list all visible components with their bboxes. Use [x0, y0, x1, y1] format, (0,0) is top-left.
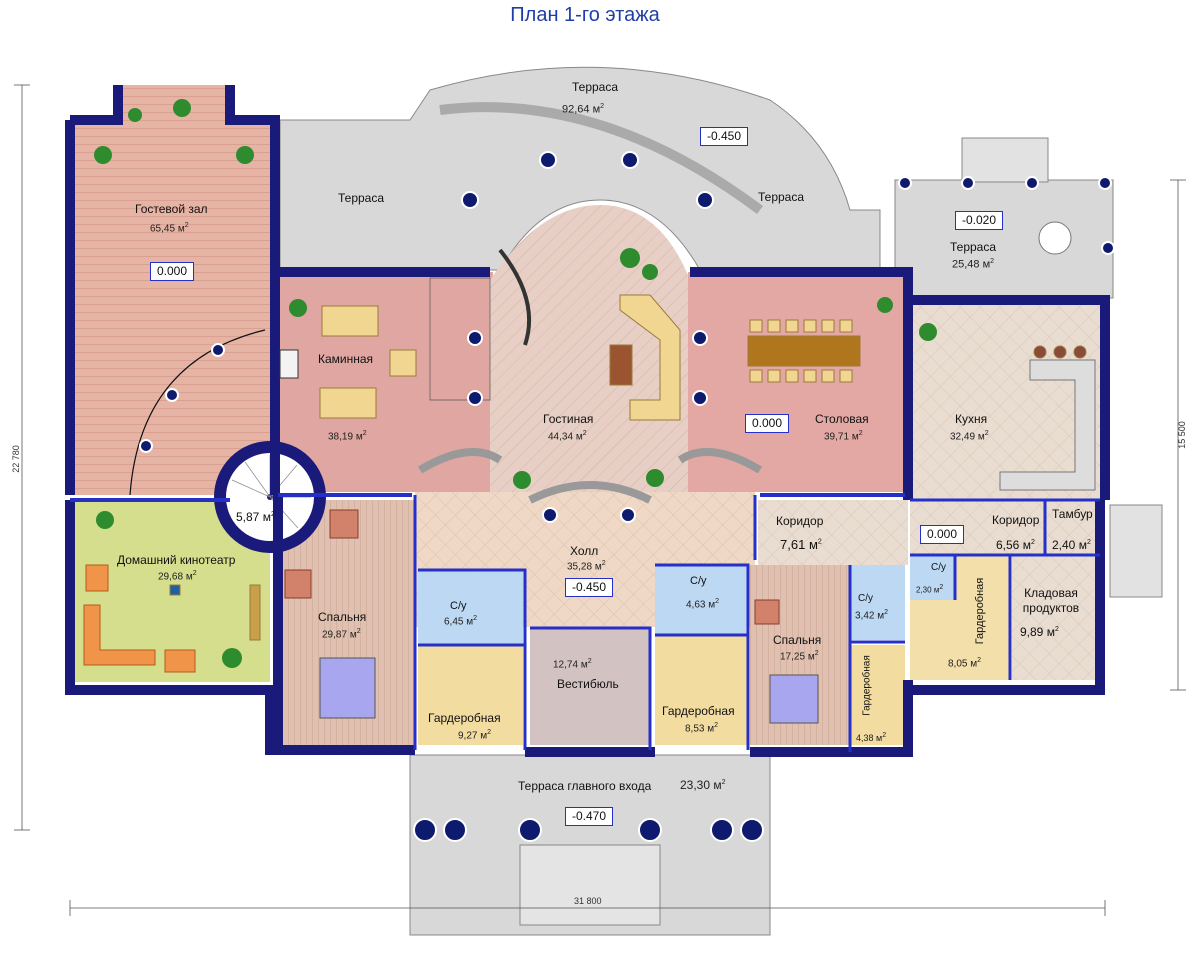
room-area-bath-3: 3,42 м2 [855, 609, 889, 622]
room-name-kitchen-terrace: Терраса [950, 240, 997, 254]
room-name-cinema: Домашний кинотеатр [117, 553, 236, 567]
level-mark-hall: -0.450 [565, 578, 614, 597]
room-name-pantry: Кладовая продуктов [1022, 586, 1080, 615]
pantry [1012, 555, 1100, 680]
room-name-bedroom-right: Спальня [773, 633, 822, 647]
room-area-pantry: 9,89 м2 [1020, 625, 1059, 639]
level-mark-terrace-rear: -0.450 [700, 127, 749, 146]
guest-hall [70, 120, 275, 495]
room-area-corridor-2: 6,56 м2 [996, 538, 1035, 552]
kitchen-terrace [894, 179, 1114, 299]
room-area-dining: 39,71 м2 [824, 430, 863, 443]
room-area-wardrobe-4: 8,05 м2 [948, 657, 982, 670]
room-area-kitchen-terrace: 25,48 м2 [952, 258, 995, 271]
room-name-living: Гостиная [543, 412, 594, 426]
level-mark-dining: 0.000 [745, 414, 790, 433]
furniture [83, 221, 1096, 724]
kitchen-terrace-steps [961, 137, 1049, 183]
room-name-bath-1: С/у [450, 600, 467, 612]
room-area-cinema: 29,68 м2 [158, 570, 197, 583]
bath-1 [418, 570, 523, 645]
room-area-bedroom-right: 17,25 м2 [780, 650, 819, 663]
room-name-wardrobe-1: Гардеробная [428, 711, 501, 725]
room-name-terrace-rear: Терраса [572, 80, 619, 94]
room-name-bath-2: С/у [690, 575, 707, 587]
wardrobe-3 [850, 645, 905, 745]
vestibule [530, 628, 650, 745]
main-entrance-steps [519, 844, 661, 926]
room-area-corridor-1: 7,61 м2 [780, 537, 822, 552]
room-name-hall: Холл [570, 544, 599, 558]
kitchen [910, 300, 1102, 500]
main-stair [429, 248, 532, 401]
room-area-wardrobe-2: 8,53 м2 [685, 722, 719, 735]
rear-terrace [279, 66, 881, 271]
room-name-wardrobe-3: Гардеробная [861, 655, 873, 716]
room-name-fireplace: Каминная [318, 352, 374, 366]
bath-2 [655, 565, 747, 635]
room-area-bath-2: 4,63 м2 [686, 598, 720, 611]
room-name-bath-4: С/у [931, 562, 946, 573]
vestibule-2 [1045, 500, 1100, 555]
bath-3 [850, 565, 905, 640]
room-name-wardrobe-4: Гардеробная [974, 577, 986, 645]
room-name-corridor-2: Коридор [992, 513, 1040, 527]
dimension-depth-right: 15 500 [1177, 421, 1187, 449]
side-steps-right [1109, 504, 1163, 598]
room-name-bath-3: С/у [858, 593, 873, 604]
room-area-bath-4: 2,30 м2 [916, 584, 944, 595]
room-name-vestibule: Вестибюль [557, 677, 619, 691]
room-name-main-terrace: Терраса главного входа [518, 779, 652, 793]
room-area-wardrobe-3: 4,38 м2 [856, 732, 887, 743]
room-area-terrace-rear: 92,64 м2 [562, 103, 605, 116]
room-name-corridor-1: Коридор [776, 514, 824, 528]
room-name-terrace-left: Терраса [338, 191, 385, 205]
room-name-bedroom-left: Спальня [318, 610, 367, 624]
stair-area: 5,87 м2 [236, 510, 275, 524]
room-area-guest-hall: 65,45 м2 [150, 222, 189, 235]
room-name-wardrobe-2: Гардеробная [662, 704, 735, 718]
room-name-guest-hall: Гостевой зал [135, 202, 208, 216]
level-mark-main-terrace: -0.470 [565, 807, 614, 826]
plan-title: План 1-го этажа [510, 4, 660, 26]
level-mark-guest-hall: 0.000 [150, 262, 195, 281]
room-area-kitchen: 32,49 м2 [950, 430, 989, 443]
plants [94, 99, 937, 668]
wardrobe-1 [418, 645, 523, 745]
room-name-terrace-right: Терраса [758, 190, 805, 204]
dimension-width: 31 800 [574, 896, 602, 906]
corridor-1 [758, 500, 908, 565]
dimension-depth: 22 780 [11, 445, 21, 473]
room-area-fireplace: 38,19 м2 [328, 430, 367, 443]
room-area-hall: 35,28 м2 [567, 560, 606, 573]
wardrobe-2 [655, 635, 747, 745]
room-area-living: 44,34 м2 [548, 430, 587, 443]
bath-4b [910, 555, 955, 600]
level-mark-kitchen-terrace: -0.020 [955, 211, 1004, 230]
room-name-kitchen: Кухня [955, 412, 988, 426]
level-mark-corridor-2: 0.000 [920, 525, 965, 544]
room-area-vestibule: 12,74 м2 [553, 658, 592, 671]
room-area-bath-1: 6,45 м2 [444, 615, 478, 628]
room-area-wardrobe-1: 9,27 м2 [458, 729, 492, 742]
room-name-tambour: Тамбур [1052, 507, 1093, 521]
room-name-dining: Столовая [815, 412, 869, 426]
columns [139, 151, 1115, 842]
room-area-main-terrace: 23,30 м2 [680, 778, 726, 792]
room-area-tambour: 2,40 м2 [1052, 538, 1091, 552]
room-area-bedroom-left: 29,87 м2 [322, 628, 361, 641]
